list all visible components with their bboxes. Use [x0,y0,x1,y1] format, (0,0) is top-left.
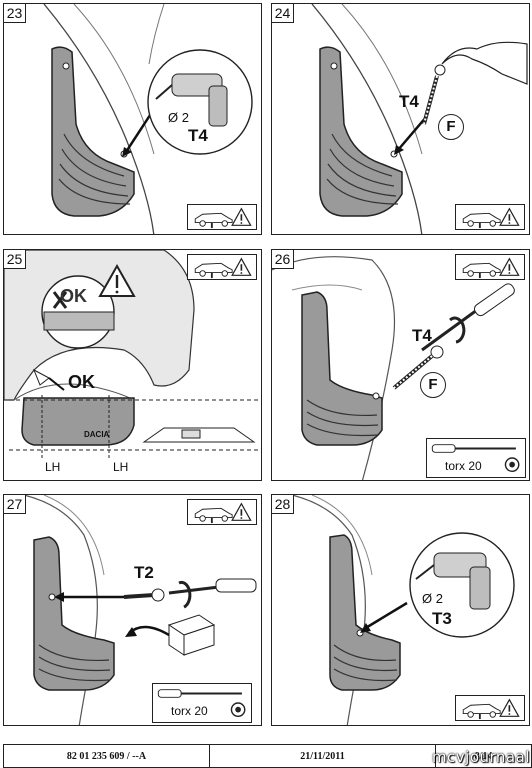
step-panel-27: 27 T2 torx 20 [3,494,262,726]
tool-size-label: torx 20 [445,459,482,473]
torx-tool-box: torx 20 [426,438,526,478]
screwdriver-icon [157,689,242,698]
not-ok-label: OK [60,286,87,306]
rotate-arrow-icon [178,580,192,609]
screwdriver-icon [421,283,515,352]
date-cell: 21/11/2011 [210,745,436,767]
torx-icon [230,702,246,718]
lh-left-label: LH [44,460,62,474]
box-icon [167,614,216,656]
step-number: 25 [4,250,26,269]
hand-icon [441,41,528,85]
tool-label: T3 [432,609,452,628]
torx-icon [504,457,520,473]
page-cell: 8/14 [436,745,531,767]
car-lift-warning-icon [455,695,525,721]
step-panel-26: 26 T4 F torx 20 [271,249,530,481]
step-panel-23: 23 Ø 2 T4 [3,3,262,235]
screw-icon [123,588,165,602]
step-number: 26 [272,250,294,269]
mudflap-alignment-illustration [4,250,259,460]
part-f-badge: F [438,114,464,140]
screwdriver-icon [168,578,257,595]
spirit-level-icon [142,427,256,443]
drill-icon [415,552,491,610]
step-panel-25: 25 OK OK DACIA LH LH [3,249,262,481]
page-number: 8/14 [474,750,493,762]
screw-icon [422,64,446,125]
tool-label: T4 [188,126,208,145]
brand-label: DACIA [84,430,110,439]
reference-cell: 82 01 235 609 / --A [4,745,210,767]
car-lift-warning-icon [187,204,257,230]
car-lift-warning-icon [187,499,257,525]
car-lift-warning-icon [455,204,525,230]
warning-triangle-icon [98,263,136,297]
torx-tool-box: torx 20 [152,683,252,723]
step-number: 23 [4,4,26,23]
step-panel-24: 24 T4 F [271,3,530,235]
tool-label: T4 [399,92,419,111]
screw-icon [392,345,444,390]
car-lift-warning-icon [187,254,257,280]
mudflap-drill-illustration [43,4,253,234]
tool-size-label: torx 20 [171,704,208,718]
screwdriver-icon [431,444,516,453]
step-number: 24 [272,4,294,23]
drill-bit-diameter-label: Ø 2 [422,591,443,606]
reference-number: 82 01 235 609 / --A [66,750,147,762]
step-panel-28: 28 Ø 2 T3 [271,494,530,726]
drill-bit-diameter-label: Ø 2 [168,110,189,125]
tool-label: T4 [412,326,432,345]
mudflap-front-screw-illustration [23,495,257,725]
rotate-arrow-icon [449,316,466,344]
mudflap-screw-illustration [311,4,528,234]
document-date: 21/11/2011 [300,750,345,762]
watermark: mcvjournaal [431,748,530,766]
mudflap-final-drill-illustration [291,495,515,725]
lh-right-label: LH [112,460,130,474]
drill-icon [155,73,228,127]
ok-label: OK [68,372,95,392]
car-lift-warning-icon [455,254,525,280]
step-number: 28 [272,495,294,514]
tool-label: T2 [134,563,154,582]
mudflap-rear-screw-illustration [272,256,515,480]
part-f-badge: F [420,372,446,398]
step-number: 27 [4,495,26,514]
document-footer: 82 01 235 609 / --A 21/11/2011 8/14 [3,744,532,768]
